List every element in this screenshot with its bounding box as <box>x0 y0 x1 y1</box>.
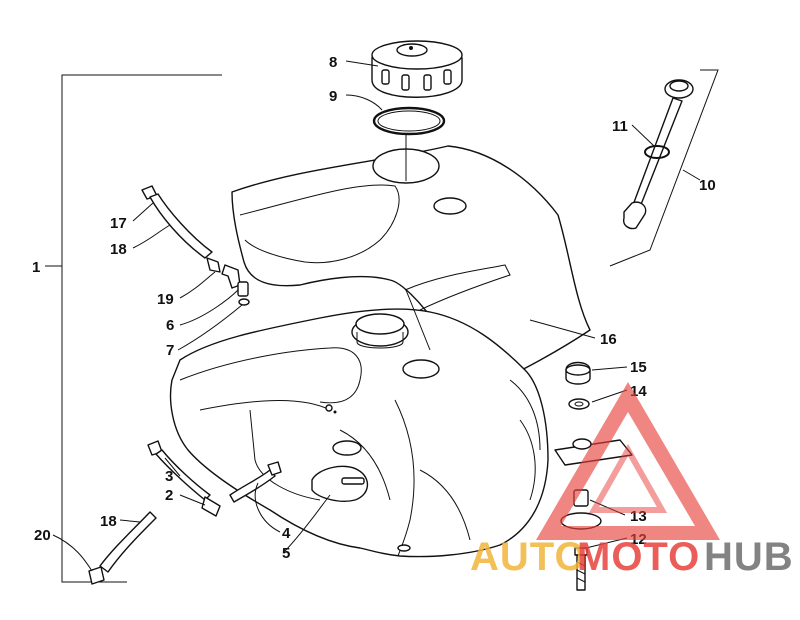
fuel-tank-body <box>169 308 549 558</box>
dipstick <box>622 79 694 230</box>
leader-lines <box>52 60 655 572</box>
fuel-cap <box>371 40 463 98</box>
callout-19: 19 <box>157 291 174 308</box>
vent-hose-assembly <box>141 185 250 306</box>
watermark-triangle-icon <box>536 382 720 540</box>
watermark-text-hub: HUB <box>704 535 794 579</box>
callout-16: 16 <box>600 331 617 348</box>
tank-cover <box>231 145 591 383</box>
watermark-logo: AUTO MOTO HUB <box>470 382 794 579</box>
watermark-text-auto: AUTO <box>470 535 587 579</box>
callout-3: 3 <box>165 468 173 485</box>
callout-20: 20 <box>34 527 51 544</box>
assembly-bracket-10 <box>609 69 719 267</box>
callout-8: 8 <box>329 54 337 71</box>
callout-18-lower: 18 <box>100 513 117 530</box>
callout-5: 5 <box>282 545 290 562</box>
callout-11: 11 <box>612 118 628 135</box>
cap-gasket <box>372 106 446 136</box>
callout-labels: 1 2 3 4 5 6 7 8 9 10 11 12 13 14 15 16 1… <box>32 54 716 562</box>
callout-10: 10 <box>699 177 716 194</box>
callout-17: 17 <box>110 215 127 232</box>
callout-9: 9 <box>329 88 337 105</box>
watermark-inner-triangle-icon <box>588 443 668 513</box>
assembly-bracket-1 <box>45 74 222 583</box>
watermark-text-moto: MOTO <box>577 535 700 579</box>
drain-hose-assembly <box>88 440 282 585</box>
callout-7: 7 <box>166 342 174 359</box>
callout-2: 2 <box>165 487 173 504</box>
callout-4: 4 <box>282 525 291 542</box>
callout-1: 1 <box>32 259 40 276</box>
callout-18-upper: 18 <box>110 241 127 258</box>
callout-6: 6 <box>166 317 174 334</box>
callout-15: 15 <box>630 359 647 376</box>
